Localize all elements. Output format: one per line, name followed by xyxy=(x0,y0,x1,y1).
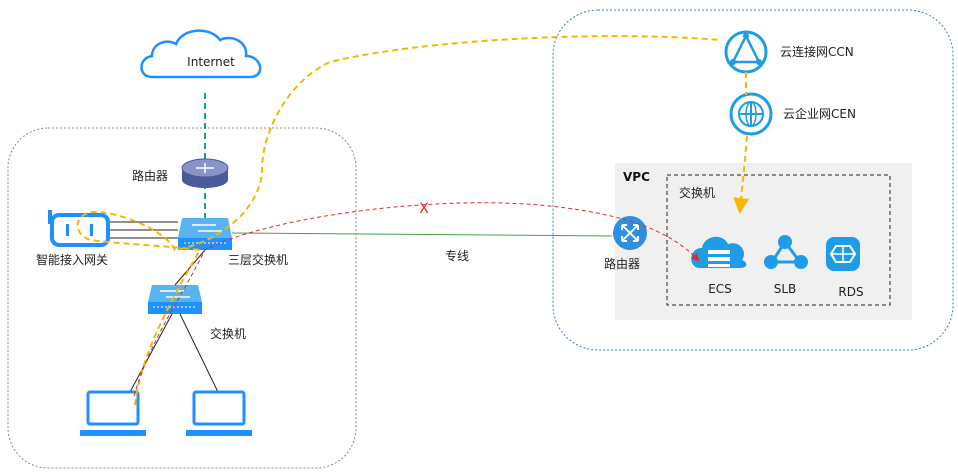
cen-icon xyxy=(729,92,773,136)
internet-label: Internet xyxy=(187,55,235,69)
smart-gateway-label: 智能接入网关 xyxy=(36,252,108,267)
switch-to-laptop-left xyxy=(129,313,173,393)
l3-switch-icon xyxy=(178,218,232,250)
onprem-region xyxy=(7,127,357,469)
vpc-router-label: 路由器 xyxy=(604,256,640,271)
orange-path-ccn-ecs xyxy=(740,72,747,210)
gateway-links xyxy=(110,221,178,239)
slb-icon xyxy=(764,235,808,269)
onprem-switch-label: 交换机 xyxy=(210,326,246,341)
cloud-region xyxy=(552,9,954,351)
ccn-label: 云连接网CCN xyxy=(780,44,854,59)
rds-label: RDS xyxy=(838,285,863,299)
vpc-box xyxy=(615,163,912,320)
vpc-label: VPC xyxy=(623,170,650,184)
ecs-icon xyxy=(691,236,747,268)
laptop-left-icon xyxy=(80,390,146,436)
dedicated-line-label: 专线 xyxy=(445,248,469,263)
l3-switch-label: 三层交换机 xyxy=(228,252,288,267)
cen-label: 云企业网CEN xyxy=(783,106,856,121)
internet-cloud-icon xyxy=(140,29,262,79)
orange-path-gateway-ccn xyxy=(76,35,721,406)
dedicated-line xyxy=(231,232,613,237)
laptop-right-icon xyxy=(186,390,252,436)
ccn-icon xyxy=(724,30,768,74)
onprem-switch-icon xyxy=(148,285,202,314)
blocked-mark: X xyxy=(419,201,429,217)
rds-icon xyxy=(826,237,860,271)
ecs-label: ECS xyxy=(708,282,732,296)
vswitch-box xyxy=(666,174,891,306)
vswitch-label: 交换机 xyxy=(679,185,715,200)
red-path-laptop-ecs xyxy=(133,202,700,397)
onprem-router-label: 路由器 xyxy=(132,168,168,183)
l3-to-switch-link xyxy=(174,249,206,286)
smart-gateway-icon xyxy=(48,210,110,247)
vpc-router-icon xyxy=(613,216,647,250)
switch-to-laptop-right xyxy=(179,313,219,393)
onprem-router-icon xyxy=(181,158,229,188)
slb-label: SLB xyxy=(774,282,797,296)
